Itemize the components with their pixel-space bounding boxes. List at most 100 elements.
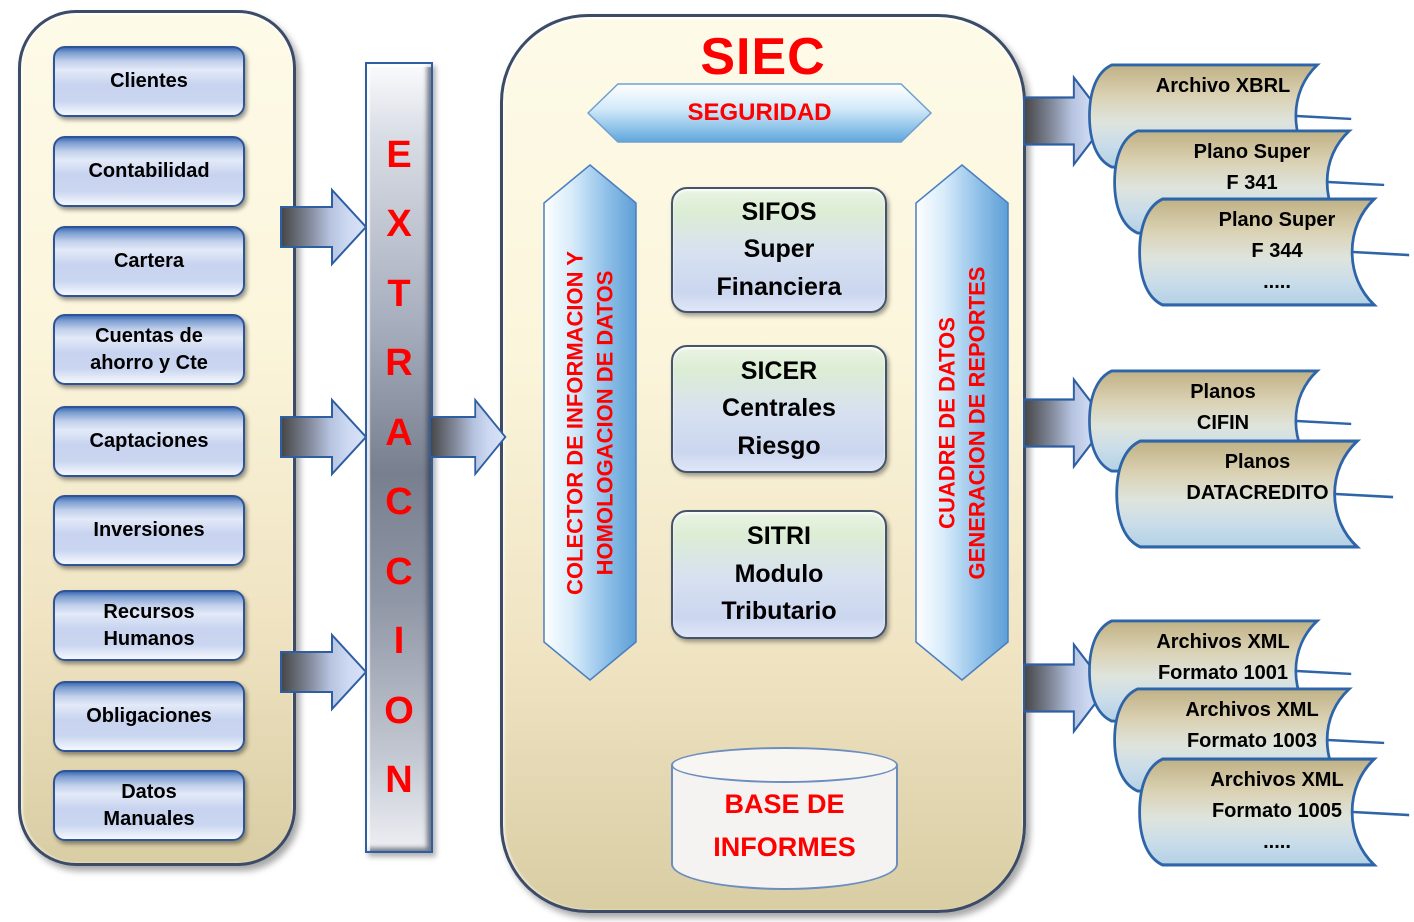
extraction-letter: I	[393, 620, 405, 663]
source-box-label: Contabilidad	[88, 160, 210, 183]
scroll-line: Formato 1001	[1157, 662, 1289, 684]
colector-banner-label: COLECTOR DE INFORMACION Y HOMOLOGACION D…	[560, 251, 619, 595]
flow-arrow-sources-to-extraction-1	[280, 187, 368, 267]
extraction-letter: C	[385, 481, 413, 524]
colector-banner: COLECTOR DE INFORMACION Y HOMOLOGACION D…	[543, 164, 637, 681]
source-box-captaciones: Captaciones	[53, 406, 245, 477]
scroll-line: .....	[1263, 271, 1291, 293]
module-label: Modulo	[734, 559, 824, 588]
flow-arrow-siec-to-outputs-1	[1023, 74, 1109, 168]
scroll-line: Planos	[1224, 451, 1291, 473]
scroll-label: Planos DATACREDITO	[1146, 447, 1369, 509]
flow-arrow-sources-to-extraction-2	[280, 397, 368, 477]
module-box-sitri: SITRI Modulo Tributario	[671, 510, 887, 639]
base-informes-line1: BASE DE	[724, 789, 845, 819]
scroll-shape	[1138, 757, 1410, 867]
scroll-planos-datacredito: Planos DATACREDITO	[1112, 438, 1395, 550]
module-label: Financiera	[716, 272, 842, 301]
source-box-contabilidad: Contabilidad	[53, 136, 245, 207]
source-box-label: Manuales	[103, 807, 195, 830]
extraction-letter: C	[385, 550, 413, 593]
extraction-letter: O	[384, 689, 414, 732]
scroll-line: Plano Super	[1193, 141, 1311, 163]
source-box-label: Cartera	[113, 250, 185, 273]
colector-banner-line1: COLECTOR DE INFORMACION Y	[562, 250, 588, 595]
scroll-label: Plano Super F 344 .....	[1169, 205, 1385, 298]
scroll-label: Archivo XBRL	[1119, 71, 1327, 102]
scroll-label: Planos CIFIN	[1119, 377, 1327, 439]
scroll-line: Planos	[1190, 381, 1256, 403]
source-box-recursos-humanos: Recursos Humanos	[53, 590, 245, 661]
scroll-plano-super-f344: Plano Super F 344 .....	[1135, 196, 1411, 308]
cuadre-banner-line2: GENERACION DE REPORTES	[964, 266, 989, 579]
cylinder-top-ellipse	[671, 747, 898, 783]
siec-panel: SIEC SEGURIDAD COLECTOR DE INFORMACION Y…	[500, 14, 1026, 913]
scroll-label: Archivos XML Formato 1001	[1119, 627, 1327, 689]
scroll-line: Formato 1003	[1186, 730, 1318, 752]
scroll-shape	[1115, 439, 1394, 549]
cuadre-banner-shape	[915, 164, 1009, 681]
colector-banner-shape	[543, 164, 637, 681]
source-box-label: Recursos	[103, 601, 195, 624]
source-box-cuentas: Cuentas de ahorro y Cte	[53, 314, 245, 385]
flow-arrow-siec-to-outputs-3	[1023, 641, 1109, 735]
base-informes-label: BASE DE INFORMES	[671, 783, 898, 869]
flow-arrow-sources-to-extraction-3	[280, 632, 368, 712]
source-box-datos-manuales: Datos Manuales	[53, 770, 245, 841]
extraction-letter: R	[385, 342, 413, 385]
module-box-sicer: SICER Centrales Riesgo	[671, 345, 887, 473]
module-label: SITRI	[747, 522, 811, 551]
flow-arrow-extraction-to-siec	[429, 397, 507, 477]
source-box-cartera: Cartera	[53, 226, 245, 297]
scroll-line: Archivo XBRL	[1155, 75, 1291, 97]
scroll-line: Archivos XML	[1210, 769, 1344, 791]
source-box-clientes: Clientes	[53, 46, 245, 117]
source-box-label: Inversiones	[93, 519, 205, 542]
module-label: SICER	[740, 356, 818, 385]
scroll-line: Archivos XML	[1185, 699, 1319, 721]
scroll-line: F 344	[1251, 240, 1303, 262]
source-box-label: Obligaciones	[86, 705, 212, 728]
source-box-obligaciones: Obligaciones	[53, 681, 245, 752]
module-label: SIFOS	[741, 197, 817, 226]
cuadre-banner-line1: CUADRE DE DATOS	[934, 316, 960, 529]
colector-banner-line2: HOMOLOGACION DE DATOS	[592, 270, 617, 575]
source-box-inversiones: Inversiones	[53, 495, 245, 566]
source-box-label: Captaciones	[89, 430, 209, 453]
module-label: Super	[743, 235, 815, 264]
extraction-letter: X	[386, 203, 412, 246]
cuadre-banner: CUADRE DE DATOS GENERACION DE REPORTES	[915, 164, 1009, 681]
base-informes-cylinder: BASE DE INFORMES	[671, 747, 898, 890]
seguridad-banner-label: SEGURIDAD	[687, 99, 832, 126]
flow-arrow-siec-to-outputs-2	[1023, 376, 1109, 470]
source-systems-panel: Clientes Contabilidad Cartera Cuentas de…	[18, 10, 296, 866]
scroll-label: Archivos XML Formato 1005 .....	[1169, 765, 1385, 858]
scroll-line: CIFIN	[1196, 412, 1250, 434]
cuadre-banner-label: CUADRE DE DATOS GENERACION DE REPORTES	[932, 266, 991, 579]
source-box-label: Cuentas de	[95, 325, 203, 348]
cylinder-body	[671, 765, 898, 890]
source-box-label: Humanos	[103, 627, 195, 650]
scroll-line: Plano Super	[1218, 209, 1336, 231]
seguridad-banner: SEGURIDAD	[586, 83, 933, 143]
source-box-label: Datos	[121, 781, 177, 804]
scroll-line: DATACREDITO	[1186, 482, 1329, 504]
source-box-label: ahorro y Cte	[90, 351, 208, 374]
scroll-line: Archivos XML	[1156, 631, 1290, 653]
scroll-label: Plano Super F 341	[1144, 137, 1360, 199]
scroll-line: F 341	[1226, 172, 1278, 194]
scroll-line: .....	[1263, 831, 1291, 853]
module-box-sifos: SIFOS Super Financiera	[671, 187, 887, 313]
scroll-label: Archivos XML Formato 1003	[1144, 695, 1360, 757]
extraction-bar: E X T R A C C I O N	[365, 62, 433, 853]
seguridad-banner-shape	[586, 83, 933, 143]
source-box-label: Clientes	[110, 70, 188, 93]
extraction-letter: A	[385, 411, 413, 454]
module-label: Riesgo	[737, 431, 821, 460]
module-label: Tributario	[721, 597, 837, 626]
siec-title: SIEC	[700, 28, 826, 86]
scroll-archivos-xml-1005: Archivos XML Formato 1005 .....	[1135, 756, 1411, 868]
module-label: Centrales	[722, 394, 836, 423]
extraction-letter: E	[386, 134, 412, 176]
